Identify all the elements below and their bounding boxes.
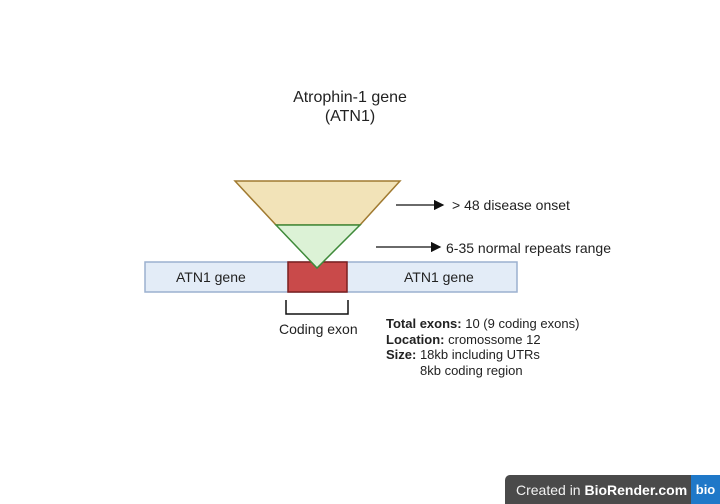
coding-exon-label: Coding exon bbox=[279, 321, 358, 337]
badge-text: Created in BioRender.com bbox=[505, 482, 687, 498]
info-size-coding: 8kb coding region bbox=[420, 362, 523, 378]
info-location: Location: cromossome 12 bbox=[386, 332, 579, 348]
info-size-value: 18kb including UTRs bbox=[416, 347, 540, 362]
badge-brand: BioRender.com bbox=[584, 481, 688, 498]
diagram-title: Atrophin-1 gene (ATN1) bbox=[0, 88, 700, 126]
biorender-logo-icon: bio bbox=[691, 475, 720, 504]
biorender-badge[interactable]: Created in BioRender.com bio bbox=[505, 475, 720, 504]
gene-info-panel: Total exons: 10 (9 coding exons) Locatio… bbox=[386, 316, 579, 378]
normal-range-label: 6-35 normal repeats range bbox=[446, 240, 611, 256]
title-line-1: Atrophin-1 gene bbox=[293, 89, 407, 106]
info-location-key: Location: bbox=[386, 331, 445, 347]
title-line-2: (ATN1) bbox=[324, 108, 376, 125]
badge-prefix: Created in bbox=[516, 481, 585, 498]
disease-onset-label: > 48 disease onset bbox=[452, 197, 570, 213]
info-size: Size: 18kb including UTRs bbox=[386, 347, 579, 363]
disease-onset-region bbox=[233, 180, 402, 226]
gene-right-label: ATN1 gene bbox=[404, 269, 474, 285]
info-total-exons-value: 10 (9 coding exons) bbox=[461, 316, 580, 331]
coding-exon-bracket bbox=[285, 300, 349, 315]
info-location-value: cromossome 12 bbox=[444, 331, 541, 347]
gene-left-label: ATN1 gene bbox=[176, 269, 246, 285]
info-total-exons-key: Total exons: bbox=[386, 316, 462, 331]
normal-repeats-region bbox=[274, 224, 362, 270]
info-size-key: Size: bbox=[386, 347, 417, 362]
info-total-exons: Total exons: 10 (9 coding exons) bbox=[386, 316, 579, 332]
